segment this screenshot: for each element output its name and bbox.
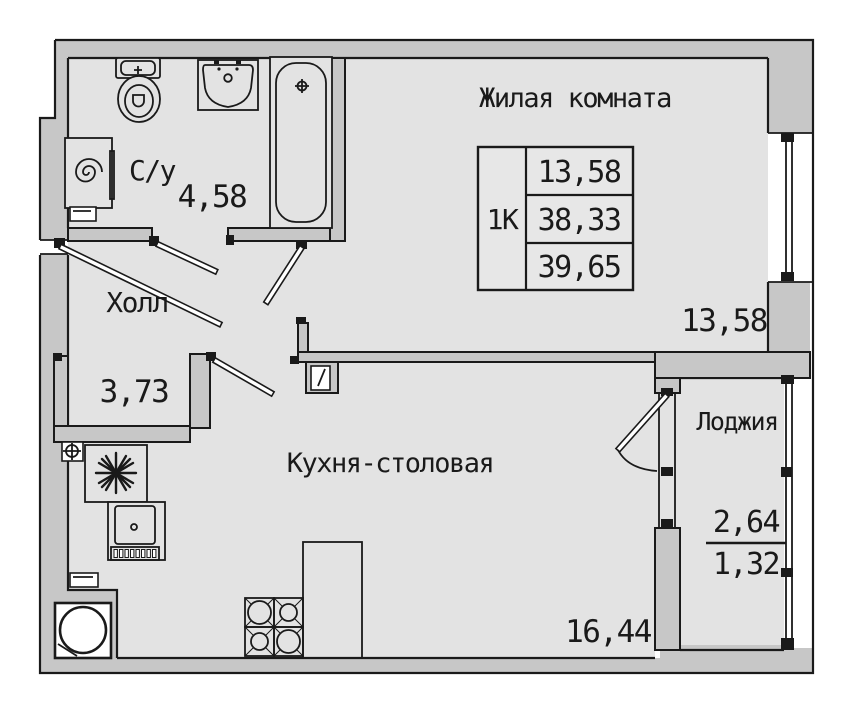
living-window-recess [768, 133, 813, 282]
bathroom-wall-left [67, 227, 153, 242]
doors [53, 235, 307, 398]
loggia-label: Лоджия [696, 407, 777, 436]
round-vent-icon [53, 601, 113, 660]
hall-area: 3,73 [100, 374, 169, 410]
bathroom-hinge [149, 236, 159, 246]
living-hinge [296, 240, 307, 249]
stove-icon [244, 597, 304, 657]
vent-fan-icon [84, 444, 148, 503]
living-room-area: 13,58 [681, 303, 767, 339]
table-total-area: 38,33 [538, 203, 621, 238]
toilet-icon [115, 57, 161, 123]
walls [40, 40, 813, 673]
loggia-area-coef: 1,32 [713, 547, 779, 582]
sink-icon [197, 59, 259, 111]
entrance-door-leaf [57, 243, 224, 329]
closet-wall-bottom [53, 425, 191, 443]
bathtub-icon [269, 56, 333, 229]
living-kitchen-partition [297, 351, 656, 363]
oven-icon [107, 501, 166, 561]
bathroom-area: 4,58 [178, 179, 247, 215]
survey-marker-icon [61, 441, 84, 462]
loggia-area-total: 2,64 [713, 505, 780, 540]
table-apartment-type: 1К [487, 203, 519, 236]
shaft-mark [317, 368, 326, 387]
counter [302, 541, 363, 659]
kitchen-radiator-icon [69, 572, 99, 588]
washing-machine-icon [64, 137, 115, 209]
room-labels: Жилая комната 13,58 С/у 4,58 Холл 3,73 К… [100, 83, 786, 650]
bathroom-wall-right [227, 227, 346, 242]
closet-door-leaf [211, 356, 276, 398]
hall-label: Холл [106, 286, 167, 319]
partition-walls [53, 57, 811, 651]
table-total-area-with-loggia: 39,65 [538, 250, 621, 285]
kitchen-label: Кухня-столовая [287, 448, 494, 479]
entrance-hinge [54, 238, 65, 248]
living-door-leaf [262, 244, 306, 306]
loggia-north-wall [654, 351, 811, 379]
bathroom-door-leaf [154, 240, 219, 276]
table-living-area: 13,58 [538, 155, 621, 190]
closet-wall-right [189, 353, 211, 429]
loggia-glazing [781, 375, 794, 650]
closet-hinge [206, 352, 216, 361]
loggia-door-bottom-block [654, 527, 681, 651]
living-room-label: Жилая комната [479, 83, 671, 114]
floor-areas [68, 58, 784, 658]
apartment-info-table: 1К 13,58 38,33 39,65 [476, 145, 635, 292]
loggia-door [614, 388, 676, 528]
kitchen-area: 16,44 [565, 614, 652, 650]
exterior-outline [38, 38, 815, 675]
loggia-exterior-band [792, 378, 813, 648]
living-room-window [781, 133, 794, 281]
radiator-icon [69, 206, 97, 222]
bathroom-label: С/у [129, 154, 176, 187]
